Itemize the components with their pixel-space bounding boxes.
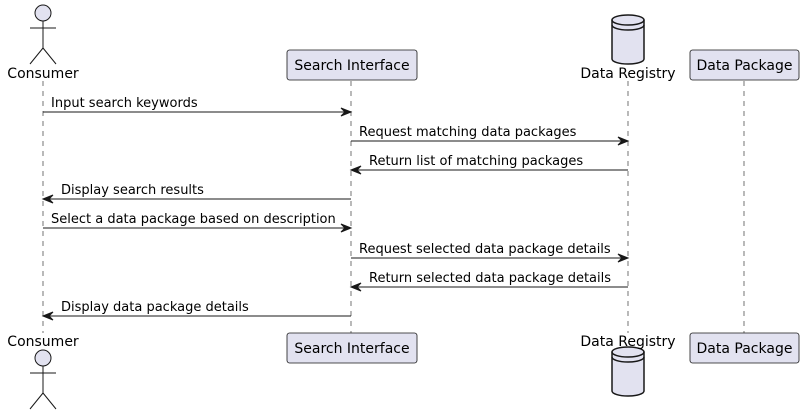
database-icon: [611, 346, 645, 397]
message-label: Display data package details: [61, 300, 249, 315]
actor-figure-icon: [29, 4, 57, 65]
participant-label: Data Registry: [580, 334, 675, 350]
arrowhead-icon: [41, 311, 54, 321]
actor-leg-right: [42, 47, 57, 65]
database-rim: [611, 351, 645, 358]
message-1: Input search keywords: [43, 96, 353, 117]
message-3: Return list of matching packages: [349, 154, 628, 175]
message-label: Return list of matching packages: [369, 154, 583, 169]
participant-box: [286, 332, 418, 364]
participant-label: Data Package: [697, 341, 793, 357]
participant-label: Consumer: [7, 66, 79, 82]
arrowhead-icon: [617, 136, 630, 146]
actor-leg-left: [29, 392, 44, 410]
message-2: Request matching data packages: [351, 125, 630, 146]
participant-label: Data Registry: [580, 66, 675, 82]
participant-label: Data Package: [697, 58, 793, 74]
database-band: [611, 356, 645, 363]
participant-label: Search Interface: [294, 341, 409, 357]
actor-consumer-bottom: Consumer: [7, 334, 79, 410]
participant-box: [689, 332, 800, 364]
arrowhead-icon: [617, 253, 630, 263]
participant-search-top: Search Interface: [286, 49, 418, 81]
participant-feet: Consumer Search Interface Data Registry Dat…: [7, 332, 800, 410]
participant-box: [689, 49, 800, 81]
participant-box: [286, 49, 418, 81]
participant-package-bottom: Data Package: [689, 332, 800, 364]
message-label: Select a data package based on descripti…: [51, 212, 336, 227]
message-7: Return selected data package details: [349, 271, 628, 292]
database-icon: [611, 14, 645, 65]
database-registry-top: Data Registry: [580, 14, 676, 82]
message-label: Return selected data package details: [369, 271, 611, 286]
message-4: Display search results: [41, 183, 351, 204]
message-label: Display search results: [61, 183, 204, 198]
arrowhead-icon: [349, 282, 362, 292]
actor-leg-left: [29, 47, 44, 65]
arrowhead-icon: [340, 107, 353, 117]
participant-package-top: Data Package: [689, 49, 800, 81]
arrowhead-icon: [349, 165, 362, 175]
message-6: Request selected data package details: [351, 242, 630, 263]
arrowhead-icon: [340, 223, 353, 233]
actor-leg-right: [42, 392, 57, 410]
database-body: [611, 346, 645, 397]
participant-label: Consumer: [7, 334, 79, 350]
database-rim: [611, 19, 645, 26]
database-band: [611, 24, 645, 31]
actor-figure-icon: [29, 349, 57, 410]
actor-head-icon: [34, 4, 52, 22]
actor-head-icon: [34, 349, 52, 367]
message-8: Display data package details: [41, 300, 351, 321]
database-body: [611, 14, 645, 65]
lifelines: [42, 81, 745, 333]
message-label: Input search keywords: [51, 96, 198, 111]
message-label: Request selected data package details: [359, 242, 611, 257]
actor-consumer-top: Consumer: [7, 4, 79, 82]
participant-search-bottom: Search Interface: [286, 332, 418, 364]
participant-label: Search Interface: [294, 58, 409, 74]
database-registry-bottom: Data Registry: [580, 334, 676, 397]
message-label: Request matching data packages: [359, 125, 577, 140]
arrowhead-icon: [41, 194, 54, 204]
message-5: Select a data package based on descripti…: [43, 212, 353, 233]
